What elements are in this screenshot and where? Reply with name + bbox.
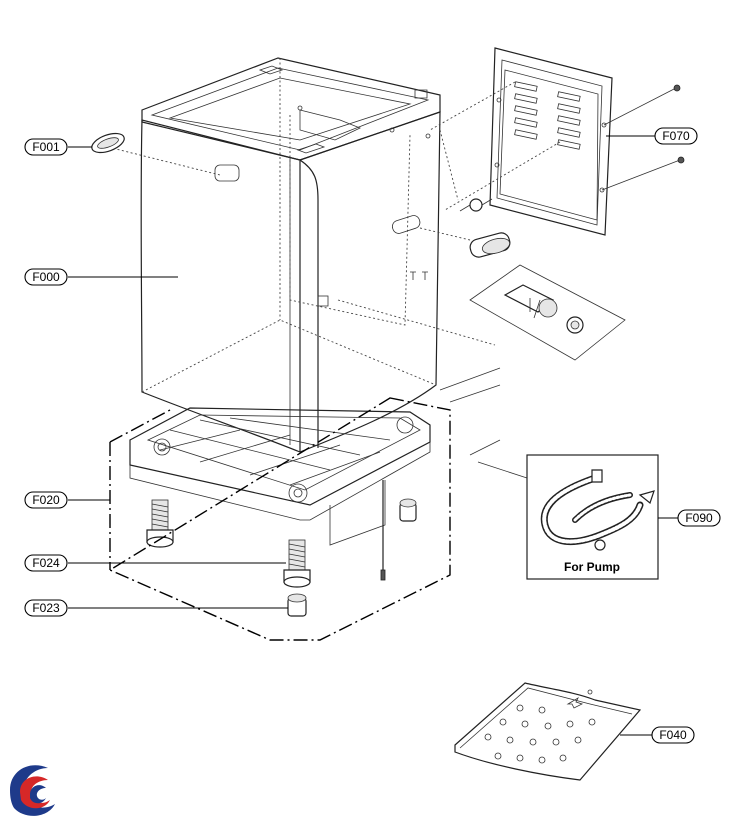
leveling-foot-left: [146, 499, 174, 548]
valve-assembly: [337, 264, 626, 361]
cabinet-body: [99, 57, 441, 453]
pump-connector-lines: [439, 367, 528, 479]
pump-hose: [540, 469, 655, 551]
pump-hose-box: For Pump: [526, 454, 659, 580]
leveling-foot-f024: [283, 539, 311, 588]
label-f024: F024: [32, 556, 60, 570]
label-f070: F070: [662, 129, 690, 143]
label-f090: F090: [685, 511, 713, 525]
brand-swirl-logo: [10, 765, 55, 816]
screw: [380, 480, 386, 581]
callout-f040: F040: [651, 726, 695, 744]
callout-f000: F000: [24, 268, 68, 286]
callout-f070: F070: [654, 127, 698, 145]
leader-lines: [68, 135, 678, 736]
callout-f090: F090: [677, 509, 721, 527]
callout-f024: F024: [24, 554, 68, 572]
panel-screws: [601, 84, 685, 191]
label-f040: F040: [659, 728, 687, 742]
foot-cap-f023: [287, 593, 307, 617]
label-f023: F023: [32, 601, 60, 615]
pad-holes: [484, 689, 596, 764]
label-f000: F000: [32, 270, 60, 284]
rear-panel-f070: [429, 47, 613, 236]
grommet-side: [419, 227, 511, 258]
callout-f023: F023: [24, 599, 68, 617]
pump-box-caption: For Pump: [564, 560, 620, 574]
group-outline-base: [108, 397, 451, 641]
label-f020: F020: [32, 493, 60, 507]
callout-f020: F020: [24, 491, 68, 509]
base-frame: [129, 407, 431, 546]
grommet-f001: [91, 132, 125, 154]
label-f001: F001: [32, 140, 60, 154]
hose-clamp: [439, 129, 493, 212]
foot-pad-f040: [454, 682, 642, 781]
callout-f001: F001: [24, 138, 68, 156]
foot-cap-right: [399, 498, 417, 522]
panel-slots: [514, 81, 581, 150]
